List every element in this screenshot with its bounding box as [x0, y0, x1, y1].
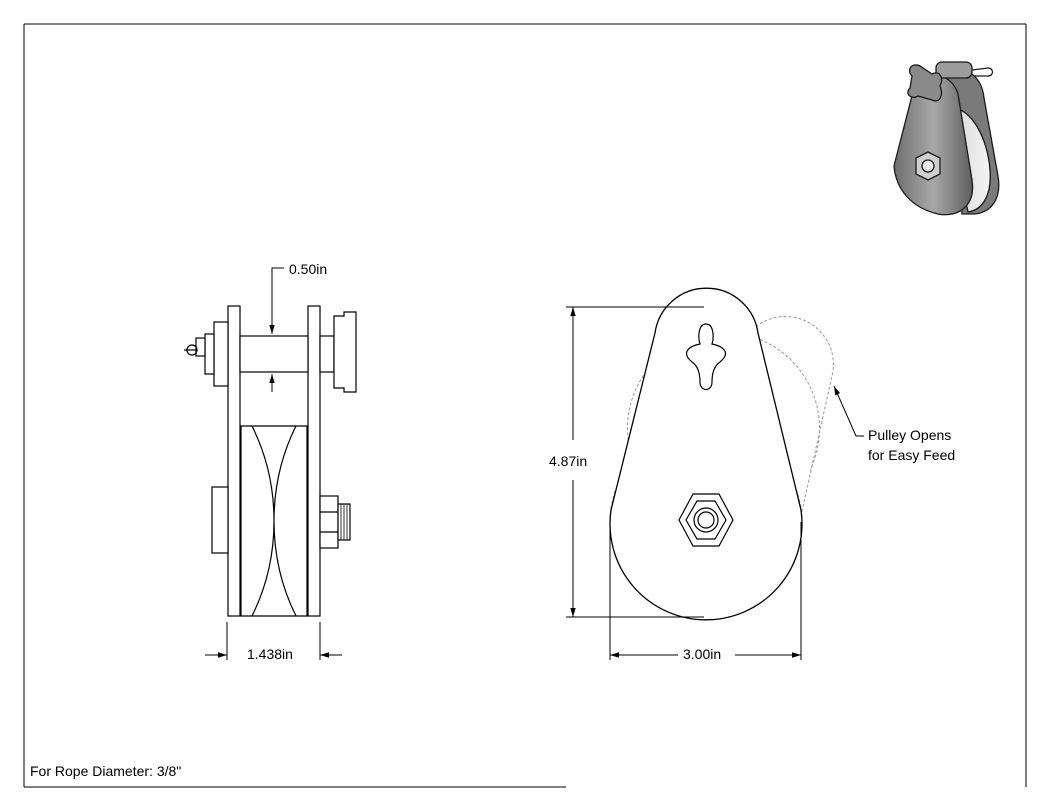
callout-leader	[833, 385, 864, 437]
side-view	[184, 305, 357, 617]
height-label: 4.87in	[549, 453, 588, 469]
diameter-dimension	[609, 522, 802, 660]
side-shaft	[239, 335, 309, 373]
sheet-border	[23, 23, 1027, 788]
front-plate	[609, 287, 803, 621]
side-wheel-groove	[251, 425, 297, 617]
shaft-dimension	[269, 267, 284, 392]
hex-nut	[678, 493, 734, 547]
side-nut	[319, 495, 339, 549]
shaft-diameter-label: 0.50in	[289, 261, 328, 277]
front-view	[609, 287, 834, 621]
side-t-handle	[319, 335, 335, 373]
side-right-plate	[307, 305, 321, 617]
width-dimension	[205, 622, 342, 660]
side-left-plate	[227, 305, 241, 617]
callout-line2: for Easy Feed	[868, 447, 956, 463]
isometric-view	[893, 61, 1000, 216]
width-label: 1.438in	[247, 646, 293, 662]
diameter-label: 3.00in	[683, 646, 722, 662]
side-pin-collar	[213, 321, 229, 387]
keyhole-slot	[686, 323, 726, 391]
iso-cotter-pin	[971, 67, 994, 77]
height-dimension	[566, 306, 704, 618]
callout-line1: Pulley Opens	[868, 427, 952, 443]
iso-shaft	[935, 61, 973, 79]
rope-diameter-note: For Rope Diameter: 3/8"	[30, 763, 182, 779]
side-bolt-left	[211, 486, 229, 554]
iso-t-handle	[907, 64, 943, 102]
